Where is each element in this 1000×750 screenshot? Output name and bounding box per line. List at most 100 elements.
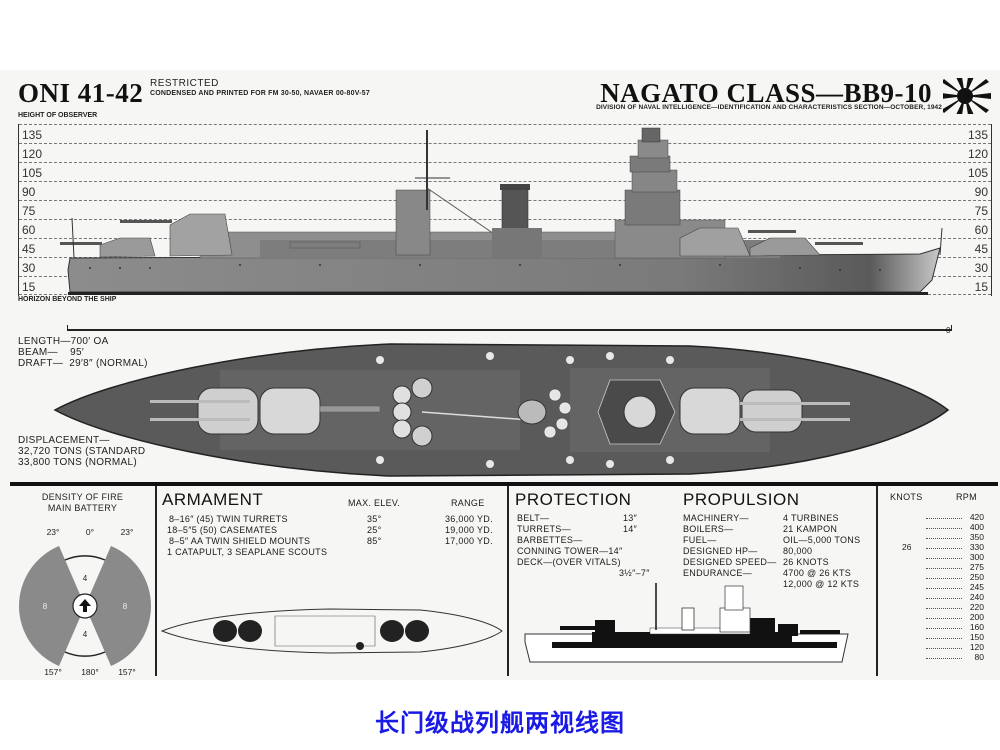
speed-table-row: 300	[888, 552, 988, 562]
dof-angle-top-center: 0°	[86, 527, 94, 537]
propulsion-label: MACHINERY—	[683, 513, 749, 523]
length-scale-bar	[67, 325, 952, 331]
armament-title: ARMAMENT	[162, 490, 264, 509]
height-label-right: 105	[967, 166, 988, 180]
height-label-right: 120	[967, 147, 988, 161]
propulsion-label: ENDURANCE—	[683, 568, 753, 578]
small-profile-silhouette	[524, 583, 849, 663]
weapon-range: 36,000 YD.	[445, 514, 493, 524]
protection-row: BARBETTES—	[517, 535, 677, 546]
speed-table-row: 120	[888, 642, 988, 652]
density-of-fire-title: DENSITY OF FIRE MAIN BATTERY	[10, 492, 155, 514]
rpm-value: 300	[969, 552, 984, 562]
protection-value: 13″	[623, 513, 638, 523]
speed-table-col-knots: KNOTS	[890, 492, 923, 502]
propulsion-label: DESIGNED SPEED—	[683, 557, 777, 567]
horizon-label: HORIZON BEYOND THE SHIP	[18, 296, 117, 303]
weapon-range: 19,000 YD.	[445, 525, 493, 535]
ship-plan-view	[53, 343, 950, 477]
rpm-value: 150	[969, 632, 984, 642]
rpm-value: 350	[969, 532, 984, 542]
protection-value: 3½″–7″	[619, 568, 650, 578]
speed-table-row: 80	[888, 652, 988, 662]
height-row: 135 135	[19, 124, 991, 143]
height-label-left: 75	[22, 204, 36, 218]
protection-row: CONNING TOWER—14″	[517, 546, 677, 557]
speed-table-col-rpm: RPM	[956, 492, 977, 502]
propulsion-value: 80,000	[783, 546, 813, 556]
dof-angle-bottom-right: 157°	[118, 667, 136, 676]
speed-table-row: 275	[888, 562, 988, 572]
dof-starboard-value: 8	[123, 602, 128, 611]
height-label-right: 90	[974, 185, 988, 199]
speed-table-row: 220	[888, 602, 988, 612]
displacement-normal: 33,800 TONS (NORMAL)	[18, 457, 138, 468]
slide-caption: 长门级战列舰两视线图	[375, 709, 625, 737]
condensed-note: CONDENSED AND PRINTED FOR FM 30-50, NAVA…	[150, 90, 370, 97]
rpm-value: 420	[969, 512, 984, 522]
height-label-right: 135	[967, 128, 988, 142]
protection-label: TURRETS—	[517, 524, 571, 534]
protection-row: DECK—(OVER VITALS)	[517, 557, 677, 568]
propulsion-value: OIL—5,000 TONS	[783, 535, 861, 545]
rpm-value: 80	[974, 652, 984, 662]
document-subtitle: RESTRICTED CONDENSED AND PRINTED FOR FM …	[150, 79, 370, 99]
protection-row: 3½″–7″	[517, 568, 677, 579]
height-label-right: 30	[974, 261, 988, 275]
dof-aft-value: 4	[83, 630, 88, 639]
propulsion-row: DESIGNED HP—80,000	[683, 546, 883, 557]
dof-angle-top-left: 23°	[47, 527, 60, 537]
propulsion-title: PROPULSION	[683, 490, 800, 509]
protection-label: BARBETTES—	[517, 535, 583, 545]
height-label-right: 75	[974, 204, 988, 218]
weapon-name: 8–5″ AA TWIN SHIELD MOUNTS	[169, 536, 311, 546]
speed-table-row: 240	[888, 592, 988, 602]
height-label-left: 135	[22, 128, 43, 142]
propulsion-value: 12,000 @ 12 KTS	[783, 579, 860, 589]
rpm-value: 275	[969, 562, 984, 572]
height-label-left: 60	[22, 223, 36, 237]
speed-table-row: 26 330	[888, 542, 988, 552]
knots-value: 26	[902, 542, 912, 552]
armament-col-elev: MAX. ELEV.	[348, 498, 401, 508]
speed-table-row: 350	[888, 532, 988, 542]
height-label-left: 90	[22, 185, 36, 199]
protection-row: BELT— 13″	[517, 513, 677, 524]
beam-value: BEAM— 95′	[18, 347, 85, 358]
density-of-fire-diagram: 4 4 8 8 23° 0° 23° 157° 180° 157°	[19, 527, 151, 676]
rpm-value: 120	[969, 642, 984, 652]
protection-label: DECK—(OVER VITALS)	[517, 557, 621, 567]
rpm-value: 240	[969, 592, 984, 602]
displacement-label: DISPLACEMENT—	[18, 435, 110, 446]
height-of-observer-label: HEIGHT OF OBSERVER	[18, 112, 98, 119]
protection-value: 14″	[623, 524, 638, 534]
armament-col-range: RANGE	[451, 498, 485, 508]
weapon-name: 18–5″5 (50) CASEMATES	[167, 525, 278, 535]
ship-class-title: NAGATO CLASS—BB9-10	[600, 78, 932, 108]
scale-zero-label: 0	[946, 326, 951, 335]
characteristics-panel: DENSITY OF FIRE MAIN BATTERY 4 4 8 8 23°…	[10, 482, 998, 678]
dof-port-value: 8	[43, 602, 48, 611]
propulsion-row: 12,000 @ 12 KTS	[683, 579, 883, 590]
dof-angle-bottom-center: 180°	[81, 667, 99, 676]
rpm-value: 245	[969, 582, 984, 592]
height-label-right: 15	[974, 280, 988, 294]
panel-divider	[876, 486, 878, 676]
speed-table-row: 160	[888, 622, 988, 632]
speed-table-row: 150	[888, 632, 988, 642]
draft-value: DRAFT— 29′8″ (NORMAL)	[18, 358, 148, 369]
rpm-value: 330	[969, 542, 984, 552]
height-label-left: 15	[22, 280, 36, 294]
protection-label: BELT—	[517, 513, 550, 523]
length-value: LENGTH—700′ OA	[18, 336, 109, 347]
propulsion-row: BOILERS—21 KAMPON	[683, 524, 883, 535]
weapon-elev: 25°	[367, 525, 382, 535]
dof-fore-value: 4	[83, 574, 88, 583]
armament-row: 1 CATAPULT, 3 SEAPLANE SCOUTS	[167, 547, 507, 558]
speed-table-row: 245	[888, 582, 988, 592]
protection-label: CONNING TOWER—14″	[517, 546, 623, 556]
propulsion-value: 21 KAMPON	[783, 524, 838, 534]
armament-row: 8–16″ (45) TWIN TURRETS 35° 36,000 YD.	[167, 514, 507, 525]
